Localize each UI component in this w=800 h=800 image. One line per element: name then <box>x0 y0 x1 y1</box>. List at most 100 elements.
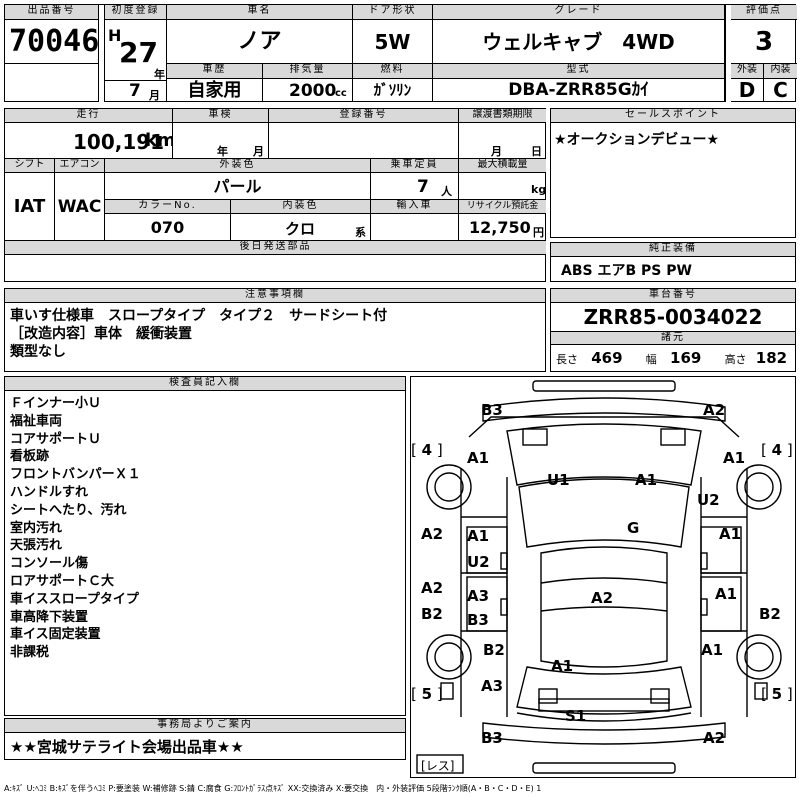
capacity-cell: 7 人 <box>371 173 459 200</box>
tire-rl: [ 5 ] <box>411 685 443 703</box>
inspector-line: 車高降下装置 <box>10 609 89 625</box>
capacity-label: 乗車定員 <box>371 159 459 173</box>
max-load-label: 最大積載量 <box>459 159 546 173</box>
fuel-label: 燃料 <box>353 64 433 79</box>
inspector-line: コアサポートＵ <box>10 431 102 447</box>
reg-year-unit: 年 <box>154 68 165 81</box>
import-cell <box>371 214 459 241</box>
mileage-label: 走行 <box>5 109 173 123</box>
later-parts-label: 後日発送部品 <box>5 241 546 255</box>
ac: WAC <box>55 173 105 241</box>
transfer-cell: 月 日 <box>459 123 546 159</box>
damage-mark: A1 <box>701 641 724 659</box>
recycle-cell: 12,750 円 <box>459 214 546 241</box>
car-outline <box>416 380 782 774</box>
damage-mark: B3 <box>467 611 489 629</box>
displacement-cell: 2000 cc <box>263 79 353 102</box>
damage-mark: B2 <box>483 641 505 659</box>
score-label: 評価点 <box>731 5 797 20</box>
max-load-cell: kg <box>459 173 546 200</box>
shift: IAT <box>5 173 55 241</box>
ext-color: パール <box>105 173 371 200</box>
mileage: 100,191 <box>73 130 165 154</box>
doors: 5W <box>353 20 433 64</box>
damage-mark: G <box>627 519 640 537</box>
displacement: 2000 <box>289 81 337 101</box>
capacity: 7 <box>417 177 429 197</box>
int-color: クロ <box>285 220 316 238</box>
damage-mark: S1 <box>565 707 587 725</box>
legend: A:ｷｽﾞ U:ﾍｺﾐ B:ｷｽﾞを伴うﾍｺﾐ P:要塗装 W:補修跡 S:錆 … <box>4 784 542 793</box>
inspector-line: 天張汚れ <box>10 538 63 554</box>
reg-number-label: 登録番号 <box>269 109 459 123</box>
damage-mark: B2 <box>759 605 781 623</box>
fuel: ｶﾞｿﾘﾝ <box>353 79 433 102</box>
tire-fl: [ 4 ] <box>411 441 443 459</box>
model-label: 型式 <box>433 64 725 79</box>
int-color-label: 内装色 <box>231 200 371 214</box>
damage-mark: B2 <box>421 605 443 623</box>
grade: ウェルキャブ 4WD <box>433 20 725 64</box>
damage-mark: U1 <box>547 471 570 489</box>
dims-row: 長さ 469 幅 169 高さ 182 <box>556 349 787 367</box>
height-label: 高さ <box>724 353 747 366</box>
sales-point-label: セールスポイント <box>551 109 795 123</box>
spare-tire: [レス] <box>421 759 455 773</box>
displacement-label: 排気量 <box>263 64 353 79</box>
inspector-line: ハンドルすれ <box>10 484 89 500</box>
width: 169 <box>670 349 702 367</box>
int-color-cell: クロ 系 <box>231 214 371 241</box>
color-no: 070 <box>105 214 231 241</box>
damage-mark: A1 <box>635 471 658 489</box>
inspector-line: コンソール傷 <box>10 556 89 572</box>
damage-mark: A2 <box>703 401 726 419</box>
damage-mark: U2 <box>467 553 490 571</box>
exterior: D <box>731 79 764 102</box>
notes-line: 類型なし <box>10 344 66 360</box>
ac-label: エアコン <box>55 159 105 173</box>
inspector-line: 車イススロープタイプ <box>10 591 139 607</box>
era: H <box>108 26 122 45</box>
shift-label: シフト <box>5 159 55 173</box>
dims-label: 諸元 <box>551 331 795 345</box>
ext-color-label: 外装色 <box>105 159 371 173</box>
inspector-line: 福祉車両 <box>10 413 63 429</box>
damage-mark: B3 <box>481 401 503 419</box>
insp-year-unit: 年 <box>217 145 228 158</box>
lot-number: 70046 <box>5 20 99 64</box>
notes-box: 注意事項欄 車いす仕様車 スロープタイプ タイプ２ サードシート付 ［改造内容］… <box>4 288 546 372</box>
model: DBA-ZRR85Gｶｲ <box>433 79 725 102</box>
notes-line: ［改造内容］車体 緩衝装置 <box>10 326 192 342</box>
chassis-box: 車台番号 ZRR85-0034022 諸元 長さ 469 幅 169 高さ 18… <box>550 288 796 372</box>
damage-mark: A1 <box>467 449 490 467</box>
car-name-label: 車名 <box>167 5 353 20</box>
damage-mark: A2 <box>703 729 726 747</box>
history: 自家用 <box>167 79 263 102</box>
reg-month-unit: 月 <box>149 89 160 102</box>
inspector-line: フロントバンパーＸ１ <box>10 467 141 483</box>
mileage-unit: km <box>145 130 173 151</box>
damage-mark: A3 <box>467 587 490 605</box>
inspector-line: ロアサポートＣ大 <box>10 573 115 589</box>
inspector-line: シートへたり、汚れ <box>10 502 127 518</box>
genuine-text: ABS エアB PS PW <box>561 263 692 279</box>
later-parts-cell <box>5 255 546 282</box>
car-name: ノア <box>167 20 353 64</box>
damage-mark: A2 <box>421 525 444 543</box>
width-label: 幅 <box>645 353 657 366</box>
inspection-label: 車検 <box>173 109 269 123</box>
recycle-unit: 円 <box>533 226 544 239</box>
inspector-line: 看板跡 <box>10 449 50 465</box>
sales-point-box: セールスポイント ★オークションデビュー★ <box>550 108 796 238</box>
inspector-line: 非課税 <box>10 645 50 661</box>
grade-label: グレード <box>433 5 725 20</box>
office-box: 事務局よりご案内 ★★宮城サテライト会場出品車★★ <box>4 718 406 760</box>
inspector-line: 室内汚れ <box>10 520 63 536</box>
reg-month: 7 <box>129 81 141 101</box>
height: 182 <box>755 349 788 367</box>
capacity-unit: 人 <box>441 185 452 198</box>
genuine-box: 純正装備 ABS エアB PS PW <box>550 242 796 282</box>
chassis-label: 車台番号 <box>551 289 795 303</box>
